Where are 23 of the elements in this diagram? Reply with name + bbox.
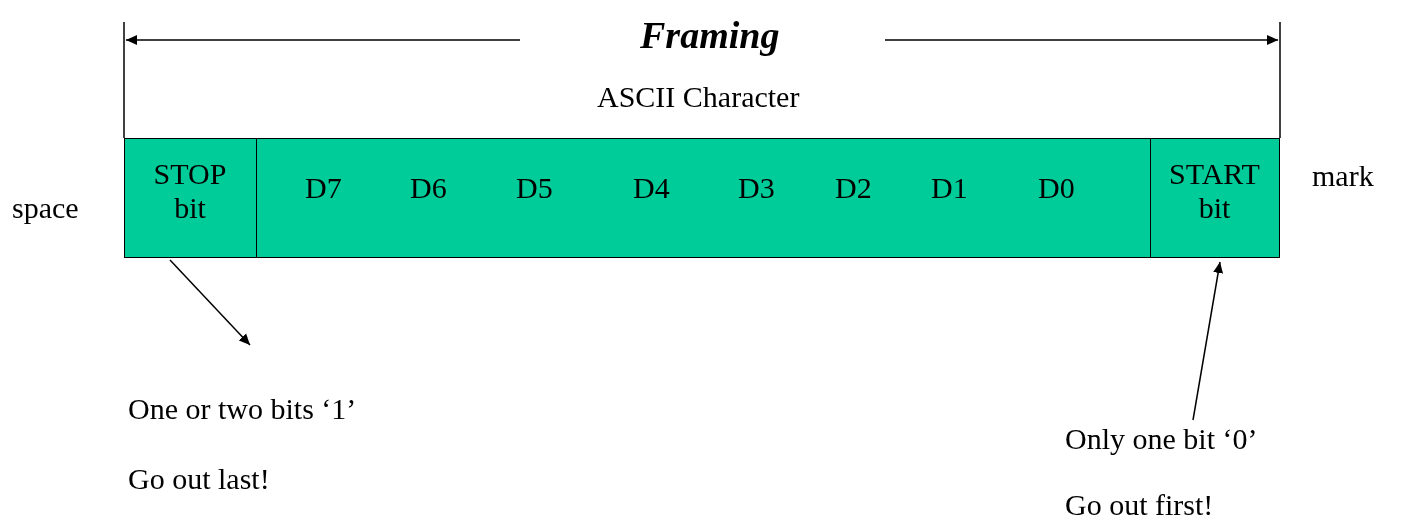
title: Framing: [640, 14, 780, 56]
bit-label: D7: [305, 171, 342, 205]
field-label: START bit: [1168, 157, 1261, 225]
note-text: Go out first!: [1065, 488, 1214, 522]
bit-label: D6: [410, 171, 447, 205]
note-text: One or two bits ‘1’: [128, 392, 357, 426]
note-text: Go out last!: [128, 462, 270, 496]
bit-label: D1: [931, 171, 968, 205]
arrow: [1192, 261, 1224, 421]
stop-bit-field: [124, 138, 257, 258]
field-caption: ASCII Character: [597, 80, 800, 114]
bit-label: D5: [516, 171, 553, 205]
note-text: Only one bit ‘0’: [1065, 422, 1258, 456]
line-state-label: mark: [1312, 159, 1374, 193]
data-bits-field: [256, 138, 1151, 258]
bit-label: D3: [738, 171, 775, 205]
bit-label: D4: [633, 171, 670, 205]
bit-label: D2: [835, 171, 872, 205]
bit-label: D0: [1038, 171, 1075, 205]
field-label: STOP bit: [152, 157, 228, 225]
line-state-label: space: [12, 191, 79, 225]
arrow: [169, 259, 251, 346]
start-bit-field: [1150, 138, 1280, 258]
